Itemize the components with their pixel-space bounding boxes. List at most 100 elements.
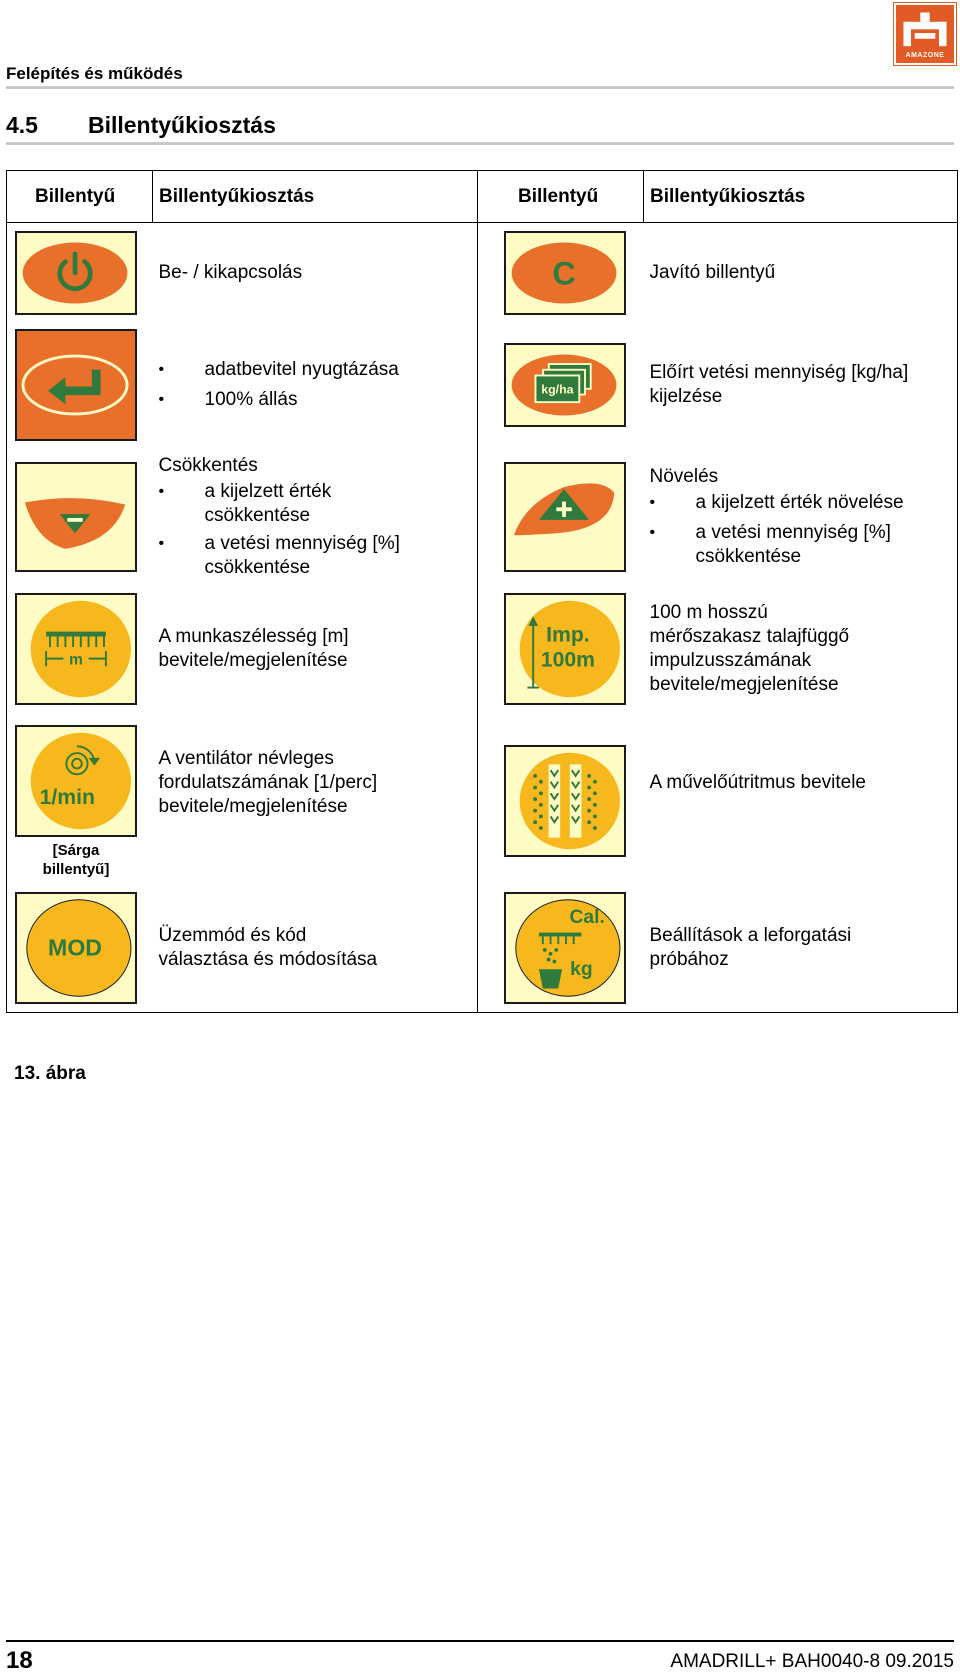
key-cell: kg/ha	[477, 322, 644, 447]
key-description: A művelőútritmus bevitele	[643, 710, 958, 885]
table-row: m A munkaszélesség [m] bevitele/megjelen…	[6, 586, 958, 711]
key-description: A ventilátor névleges fordulatszámának […	[152, 710, 478, 885]
key-cell: Imp. 100m	[477, 586, 644, 711]
key-cell	[477, 446, 644, 587]
bullet-list: a kijelzett érték növelése a vetési menn…	[650, 491, 948, 569]
bullet-item: a kijelzett érték csökkentése	[159, 480, 468, 528]
kg-label: kg	[570, 959, 592, 980]
description-text: Előírt vetési mennyiség [kg/ha]	[649, 361, 909, 383]
bullet-text: a vetési mennyiség [%]	[695, 521, 891, 543]
key-description: Javító billentyű	[643, 222, 958, 323]
description-text: A művelőútritmus bevitele	[649, 771, 867, 793]
logo-text: AMAZONE	[905, 52, 945, 59]
header-assignment-1: Billentyűkiosztás	[152, 170, 478, 223]
power-icon	[22, 242, 128, 304]
mode-icon: MOD	[26, 899, 132, 997]
key-cell: m	[6, 586, 153, 711]
tramline-key[interactable]	[504, 744, 626, 857]
tractor-logo-icon	[903, 12, 947, 47]
kgha-icon: kg/ha	[511, 354, 617, 415]
key-cell: 1/min [Sárga billentyű]	[6, 710, 153, 885]
bullet-item: a vetési mennyiség [%] csökkentése	[159, 532, 468, 580]
key-description: Be- / kikapcsolás	[152, 222, 478, 323]
bullet-text: csökkentése	[204, 556, 311, 578]
power-key[interactable]	[15, 230, 137, 315]
bullet-text: a kijelzett érték	[204, 480, 332, 502]
description-text: A ventilátor névleges	[158, 747, 334, 769]
key-description: 100 m hosszú mérőszakasz talajfüggő impu…	[643, 586, 958, 711]
description-text: bevitele/megjelenítése	[158, 649, 348, 671]
kgha-key[interactable]: kg/ha	[504, 342, 626, 427]
bullet-text: a kijelzett érték növelése	[695, 491, 904, 513]
description-text: választása és módosítása	[158, 949, 378, 971]
header-key-1: Billentyű	[6, 170, 153, 223]
description-text: próbához	[649, 949, 729, 971]
key-description: Üzemmód és kód választása és módosítása	[152, 884, 478, 1013]
key-cell	[6, 322, 153, 447]
description-text: A munkaszélesség [m]	[158, 625, 349, 647]
description-text: Üzemmód és kód	[158, 925, 307, 947]
impulse-label-1: Imp.	[546, 623, 590, 646]
impulse-key[interactable]: Imp. 100m	[504, 592, 626, 705]
description-text: mérőszakasz talajfüggő	[649, 625, 850, 647]
working-width-key[interactable]: m	[15, 592, 137, 705]
bullet-list: a kijelzett érték csökkentése a vetési m…	[159, 480, 468, 580]
calibration-key[interactable]: Cal. kg	[504, 892, 626, 1005]
description-text: Be- / kikapcsolás	[158, 261, 303, 283]
mode-key[interactable]: MOD	[15, 892, 137, 1005]
key-assignment-table: Billentyű Billentyűkiosztás Billentyű Bi…	[6, 170, 958, 1013]
minus-key[interactable]	[15, 461, 137, 572]
description-text: bevitele/megjelenítése	[158, 795, 348, 817]
bullet-item: 100% állás	[159, 388, 468, 412]
table-row: Csökkentés a kijelzett érték csökkentése…	[6, 446, 958, 587]
table-row: adatbevitel nyugtázása 100% állás kg/ha …	[6, 322, 958, 447]
fan-speed-key[interactable]: 1/min	[15, 724, 137, 837]
footer-rule	[6, 1640, 954, 1642]
yellow-key-note: [Sárga billentyű]	[15, 841, 137, 879]
bullet-text: csökkentése	[695, 545, 802, 567]
key-cell: MOD	[6, 884, 153, 1013]
enter-arrow-icon	[21, 354, 129, 415]
minus-icon	[24, 497, 126, 549]
section-title: Billentyűkiosztás	[87, 112, 276, 138]
key-description: Csökkentés a kijelzett érték csökkentése…	[152, 446, 478, 587]
description-text: Beállítások a leforgatási	[649, 925, 852, 947]
description-text: fordulatszámának [1/perc]	[158, 771, 378, 793]
table-row: 1/min [Sárga billentyű] A ventilátor név…	[6, 710, 958, 885]
description-text: 100 m hosszú	[649, 601, 768, 623]
impulse-icon: Imp. 100m	[519, 600, 620, 697]
c-key-label: C	[552, 255, 575, 291]
header-assignment-2: Billentyűkiosztás	[643, 170, 958, 223]
key-cell: Cal. kg	[477, 884, 644, 1013]
key-description: adatbevitel nyugtázása 100% állás	[152, 322, 478, 447]
section-heading: 4.5 Billentyűkiosztás	[6, 112, 276, 139]
bullet-item: a vetési mennyiség [%] csökkentése	[650, 521, 948, 569]
c-key-icon: C	[511, 242, 617, 304]
plus-icon	[513, 482, 615, 535]
note-line: [Sárga	[52, 841, 100, 859]
key-cell	[477, 710, 644, 885]
cal-label: Cal.	[570, 907, 605, 928]
bullet-text: csökkentése	[204, 504, 311, 526]
note-line: billentyű]	[42, 860, 110, 878]
bullet-text: a vetési mennyiség [%]	[204, 532, 400, 554]
description-title: Csökkentés	[158, 454, 258, 476]
kgha-label: kg/ha	[541, 382, 573, 396]
description-title: Növelés	[649, 465, 719, 487]
key-description: A munkaszélesség [m] bevitele/megjelenít…	[152, 586, 478, 711]
key-description: Növelés a kijelzett érték növelése a vet…	[643, 446, 958, 587]
key-description: Beállítások a leforgatási próbához	[643, 884, 958, 1013]
description-text: Javító billentyű	[649, 261, 776, 283]
bullet-item: adatbevitel nyugtázása	[159, 358, 468, 382]
table-header-row: Billentyű Billentyűkiosztás Billentyű Bi…	[6, 170, 958, 223]
impulse-label-2: 100m	[541, 648, 595, 671]
plus-key[interactable]	[504, 461, 626, 572]
key-cell	[6, 222, 153, 323]
enter-key[interactable]	[15, 328, 137, 441]
fan-speed-icon: 1/min	[30, 732, 131, 829]
key-cell: C	[477, 222, 644, 323]
key-description: Előírt vetési mennyiség [kg/ha] kijelzés…	[643, 322, 958, 447]
c-key[interactable]: C	[504, 230, 626, 315]
table-row: Be- / kikapcsolás C Javító billentyű	[6, 222, 958, 323]
tramline-icon	[519, 752, 620, 849]
